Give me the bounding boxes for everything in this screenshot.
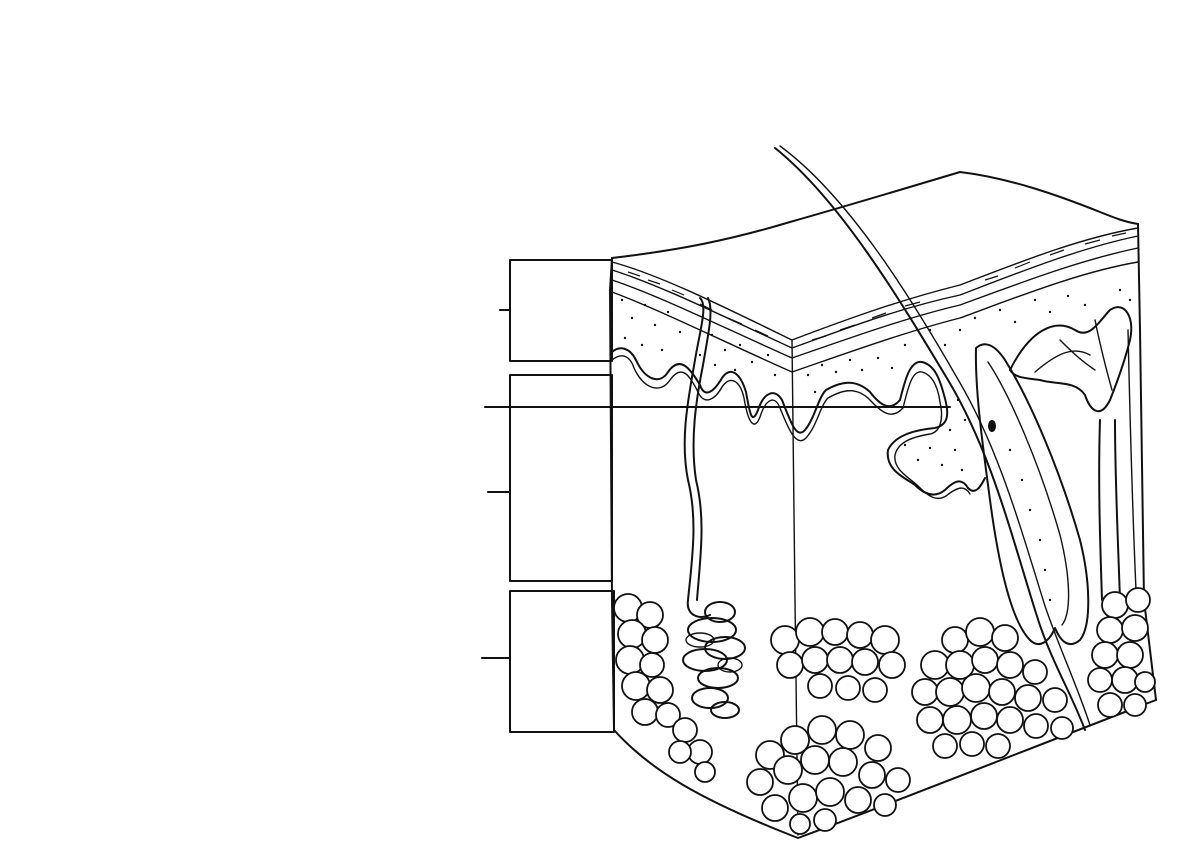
label-box-dermis[interactable] (488, 375, 612, 581)
fat-lobule-far-right (1088, 588, 1155, 717)
epidermis-layer (612, 228, 1138, 372)
adipose-tissue (614, 588, 1155, 834)
fat-lobule-bottom (747, 716, 910, 834)
blood-vessels (1099, 330, 1136, 600)
label-box-hypodermis[interactable] (482, 591, 614, 732)
fat-lobule-middle-top (771, 618, 905, 702)
sebaceous-gland (1010, 307, 1131, 411)
fat-lobule-left (614, 594, 715, 782)
sweat-gland-coil (683, 602, 745, 718)
label-box-epidermis[interactable] (500, 260, 612, 361)
sweat-duct (685, 298, 711, 617)
